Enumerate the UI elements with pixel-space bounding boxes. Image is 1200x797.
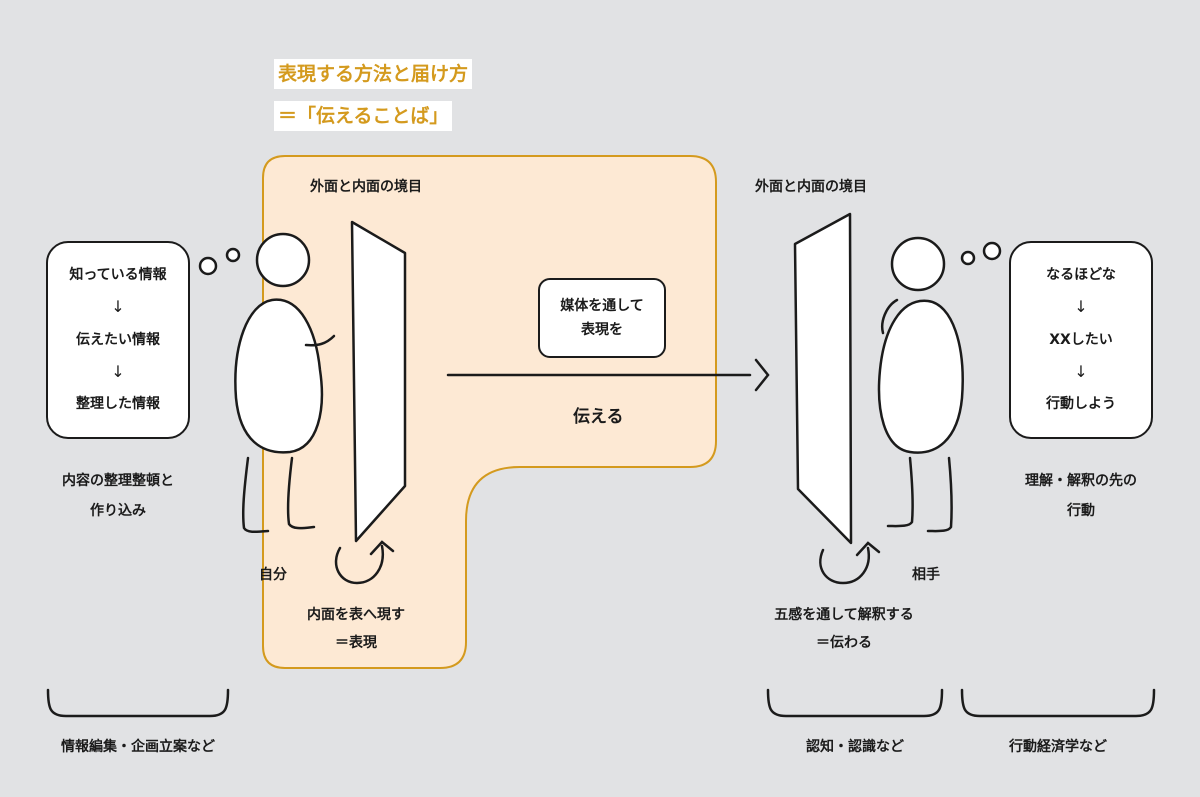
media-note: 媒体を通して 表現を xyxy=(538,278,666,358)
right-caption-line-2: 行動 xyxy=(1067,503,1095,519)
left-caption-line-2: 作り込み xyxy=(90,503,146,519)
media-note-line-2: 表現を xyxy=(581,322,623,338)
down-arrow-icon: ↓ xyxy=(111,297,125,317)
bottom-label-right: 行動経済学など xyxy=(1009,739,1107,755)
person-self xyxy=(234,232,336,534)
express-line-2: ＝表現 xyxy=(335,635,377,651)
convey-arrow xyxy=(446,358,770,392)
left-caption: 内容の整理整頓と 作り込み xyxy=(38,466,198,526)
highlight-area xyxy=(262,155,717,669)
bracket-right xyxy=(960,688,1156,718)
convey-label: 伝える xyxy=(573,407,624,427)
express-caption: 内面を表へ現す ＝表現 xyxy=(286,601,426,657)
bubble-right-item-1: なるほどな xyxy=(1046,267,1116,283)
boundary-label-right: 外面と内面の境目 xyxy=(755,179,867,195)
thought-dot-small-right xyxy=(960,250,976,266)
down-arrow-icon: ↓ xyxy=(111,361,125,381)
bracket-mid xyxy=(766,688,944,718)
right-caption-line-1: 理解・解釈の先の xyxy=(1025,473,1137,489)
bracket-left xyxy=(46,688,230,718)
thought-dot-large-right xyxy=(982,241,1002,261)
bubble-right-item-3: 行動しよう xyxy=(1046,396,1116,412)
partner-label: 相手 xyxy=(912,567,940,583)
thought-bubble-left: 知っている情報 ↓ 伝えたい情報 ↓ 整理した情報 xyxy=(46,241,190,439)
left-caption-line-1: 内容の整理整頓と xyxy=(62,473,174,489)
thought-dot-small-left xyxy=(225,247,241,263)
bubble-left-item-2: 伝えたい情報 xyxy=(76,331,160,348)
down-arrow-icon: ↓ xyxy=(1074,361,1088,381)
person-partner xyxy=(877,236,964,533)
perceive-line-1: 五感を通して解釈する xyxy=(774,607,914,623)
bubble-left-item-3: 整理した情報 xyxy=(76,396,160,412)
bubble-left-item-1: 知っている情報 xyxy=(69,267,167,283)
bottom-label-mid: 認知・認識など xyxy=(806,739,904,755)
self-label: 自分 xyxy=(259,567,287,583)
perceive-caption: 五感を通して解釈する ＝伝わる xyxy=(744,601,944,657)
bottom-label-left: 情報編集・企画立案など xyxy=(61,739,215,755)
bottom-brackets xyxy=(46,688,1156,718)
thought-dot-large-left xyxy=(198,256,218,276)
boundary-label-left: 外面と内面の境目 xyxy=(310,179,422,195)
perceive-line-2: ＝伝わる xyxy=(816,635,872,651)
title-line-2: ＝「伝えることば」 xyxy=(274,101,453,131)
right-caption: 理解・解釈の先の 行動 xyxy=(1001,466,1161,526)
title-line-1: 表現する方法と届け方 xyxy=(274,59,473,89)
media-note-line-1: 媒体を通して xyxy=(560,298,644,314)
bubble-right-item-2: XXしたい xyxy=(1049,331,1113,348)
boundary-screen-left xyxy=(350,220,407,543)
down-arrow-icon: ↓ xyxy=(1074,297,1088,317)
cycle-arrow-right-icon xyxy=(819,541,881,585)
thought-bubble-right: なるほどな ↓ XXしたい ↓ 行動しよう xyxy=(1009,241,1153,439)
boundary-screen-right xyxy=(793,212,853,545)
express-line-1: 内面を表へ現す xyxy=(307,607,405,623)
cycle-arrow-left-icon xyxy=(334,540,395,585)
